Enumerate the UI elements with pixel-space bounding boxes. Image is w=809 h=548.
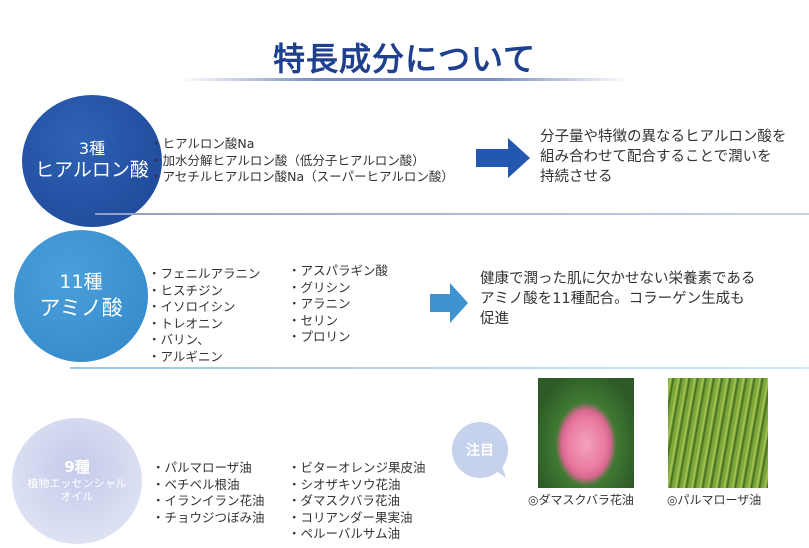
hyaluronic-description: 分子量や特徴の異なるヒアルロン酸を 組み合わせて配合することで潤いを 持続させる bbox=[540, 127, 786, 187]
hyaluronic-list: ・ヒアルロン酸Na ・加水分解ヒアルロン酸（低分子ヒアルロン酸） ・アセチルヒア… bbox=[150, 136, 454, 186]
arrow-right-icon bbox=[476, 138, 530, 178]
page-title: 特長成分について bbox=[272, 40, 537, 78]
oil-list-col2: ・ビターオレンジ果皮油 ・シオザキソウ花油 ・ダマスクバラ花油 ・コリアンダー果… bbox=[288, 460, 426, 543]
desc-line: 持続させる bbox=[540, 169, 613, 185]
oil-circle: 9種 植物エッセンシャル オイル bbox=[12, 418, 142, 544]
list-item: ・プロリン bbox=[288, 329, 351, 344]
list-item: ・バリン、 bbox=[148, 332, 210, 347]
list-item: ・フェニルアラニン bbox=[148, 266, 261, 281]
list-item: ・セリン bbox=[288, 312, 339, 328]
oil-name: 植物エッセンシャル bbox=[27, 476, 127, 490]
list-item: ・ベチベル根油 bbox=[152, 476, 240, 492]
list-item: ・ヒアルロン酸Na bbox=[150, 136, 255, 151]
speech-bubble-icon bbox=[452, 422, 508, 478]
list-item: ・ペルーバルサム油 bbox=[288, 526, 401, 541]
list-item: ・アセチルヒアルロン酸Na（スーパーヒアルロン酸） bbox=[150, 169, 454, 184]
desc-line: 健康で潤った肌に欠かせない栄養素である bbox=[480, 271, 756, 287]
list-item: ・アルギニン bbox=[148, 348, 223, 364]
divider bbox=[95, 213, 809, 215]
divider bbox=[70, 367, 809, 369]
palmarosa-photo bbox=[668, 378, 768, 488]
list-item: ・ヒスチジン bbox=[148, 282, 224, 298]
list-item: ・パルマローザ油 bbox=[152, 460, 252, 475]
list-item: ・イソロイシン bbox=[148, 299, 236, 314]
list-item: ・グリシン bbox=[288, 279, 351, 295]
hyaluronic-count: 3種 bbox=[78, 139, 106, 159]
highlight-badge: 注目 bbox=[466, 443, 494, 459]
amino-list-col2: ・アスパラギン酸 ・グリシン ・アラニン ・セリン ・プロリン bbox=[288, 263, 388, 346]
title-underline bbox=[180, 78, 630, 81]
list-item: ・イランイラン花油 bbox=[152, 493, 265, 508]
hyaluronic-circle: 3種 ヒアルロン酸 bbox=[22, 95, 162, 227]
amino-description: 健康で潤った肌に欠かせない栄養素である アミノ酸を11種配合。コラーゲン生成も … bbox=[480, 269, 755, 329]
amino-count: 11種 bbox=[59, 271, 103, 293]
list-item: ・加水分解ヒアルロン酸（低分子ヒアルロン酸） bbox=[150, 152, 425, 168]
list-item: ・アラニン bbox=[288, 296, 351, 311]
desc-line: アミノ酸を11種配合。コラーゲン生成も bbox=[480, 291, 745, 307]
list-item: ・ビターオレンジ果皮油 bbox=[288, 460, 426, 475]
damask-rose-photo bbox=[538, 378, 634, 488]
list-item: ・チョウジつぼみ油 bbox=[152, 509, 265, 525]
desc-line: 分子量や特徴の異なるヒアルロン酸を bbox=[540, 129, 787, 145]
list-item: ・シオザキソウ花油 bbox=[288, 476, 401, 492]
amino-name: アミノ酸 bbox=[39, 295, 123, 320]
list-item: ・ダマスクバラ花油 bbox=[288, 493, 400, 508]
hyaluronic-name: ヒアルロン酸 bbox=[35, 159, 149, 182]
list-item: ・コリアンダー果実油 bbox=[288, 509, 413, 525]
amino-list-col1: ・フェニルアラニン ・ヒスチジン ・イソロイシン ・トレオニン ・バリン、 ・ア… bbox=[148, 266, 261, 365]
amino-circle: 11種 アミノ酸 bbox=[14, 230, 148, 362]
desc-line: 組み合わせて配合することで潤いを bbox=[540, 149, 772, 165]
photo-caption: ◎パルマローザ油 bbox=[667, 493, 762, 507]
list-item: ・トレオニン bbox=[148, 315, 224, 331]
arrow-right-icon bbox=[430, 283, 468, 323]
oil-count: 9種 bbox=[64, 457, 90, 476]
desc-line: 促進 bbox=[480, 311, 509, 327]
photo-caption: ◎ダマスクバラ花油 bbox=[528, 493, 634, 507]
oil-name2: オイル bbox=[60, 490, 94, 504]
oil-list-col1: ・パルマローザ油 ・ベチベル根油 ・イランイラン花油 ・チョウジつぼみ油 bbox=[152, 460, 265, 526]
list-item: ・アスパラギン酸 bbox=[288, 263, 389, 278]
